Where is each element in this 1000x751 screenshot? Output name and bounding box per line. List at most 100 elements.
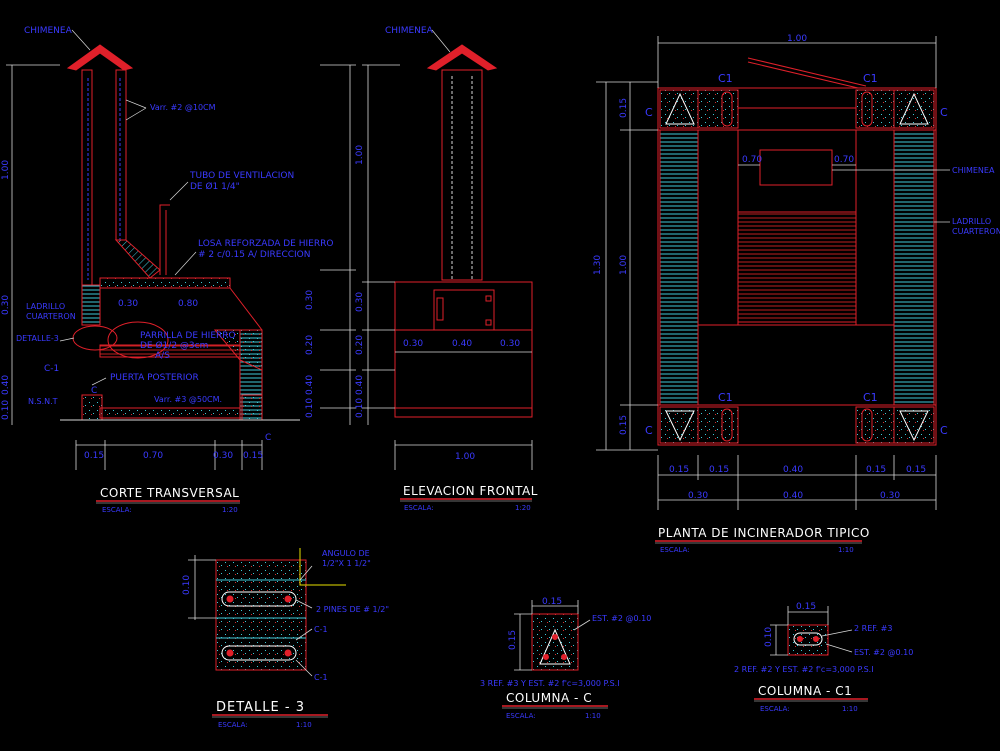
elevacion-annotations: CHIMENEA bbox=[385, 26, 451, 53]
dim-elev-left-3: 0.20 bbox=[355, 335, 365, 355]
title-block-columna-c1: COLUMNA - C1 ESCALA: 1:10 bbox=[754, 684, 868, 713]
label-ref-c1-a: 2 REF. #3 bbox=[854, 624, 892, 633]
escala-label-columna-c: ESCALA: bbox=[506, 712, 536, 720]
label-pines: 2 PINES DE # 1/2" bbox=[316, 605, 389, 614]
label-planta-c-bl: C bbox=[645, 424, 653, 437]
escala-label-detalle: ESCALA: bbox=[218, 721, 248, 729]
dim-elev-mid-1: 0.30 bbox=[403, 339, 423, 349]
label-varrilla-50: Varr. #3 @50CM. bbox=[154, 395, 222, 404]
dim-planta-left-total: 1.30 bbox=[593, 255, 603, 275]
title-columna-c: COLUMNA - C bbox=[506, 691, 592, 705]
columna-c1-text: 0.15 0.10 2 REF. #3 EST. #2 @0.10 2 REF.… bbox=[734, 602, 913, 674]
dim-planta-left-2: 1.00 bbox=[619, 255, 629, 275]
label-planta-ladrillo-1: LADRILLO bbox=[952, 217, 991, 226]
corte-dim-text: 1.00 0.30 0.40 0.10 0.30 0.20 0.40 0.10 … bbox=[1, 160, 315, 461]
dim-planta-left-1: 0.15 bbox=[619, 98, 629, 118]
label-c-tag-1: C bbox=[91, 386, 97, 396]
dim-corte-right-5: 0.10 bbox=[305, 398, 315, 418]
escala-label-elevacion: ESCALA: bbox=[404, 504, 434, 512]
dim-corte-bottom-3: 0.30 bbox=[213, 451, 233, 461]
escala-label-corte: ESCALA: bbox=[102, 506, 132, 514]
dim-corte-mid-1: 0.30 bbox=[118, 299, 138, 309]
dim-elev-mid-3: 0.30 bbox=[500, 339, 520, 349]
dim-planta-b1-3: 0.40 bbox=[783, 465, 803, 475]
detalle-dims bbox=[188, 555, 313, 677]
dim-corte-mid-2: 0.80 bbox=[178, 299, 198, 309]
label-est-c1: EST. #2 @0.10 bbox=[854, 648, 913, 657]
dim-col-c-h: 0.15 bbox=[508, 630, 518, 650]
dim-planta-b2-3: 0.30 bbox=[880, 491, 900, 501]
dim-elev-mid-2: 0.40 bbox=[452, 339, 472, 349]
elevacion-dim-text: 1.00 0.30 0.20 0.40 0.10 0.30 0.40 0.30 … bbox=[355, 145, 520, 462]
planta-annotations: C1 C1 C1 C1 C C C C CHIMENEA LADRILLO CU… bbox=[645, 72, 1000, 437]
title-columna-c1: COLUMNA - C1 bbox=[758, 684, 852, 698]
dim-planta-b1-2: 0.15 bbox=[709, 465, 729, 475]
dim-elev-left-4: 0.40 bbox=[355, 375, 365, 395]
escala-elevacion: 1:20 bbox=[515, 504, 531, 512]
dim-corte-right-3: 0.20 bbox=[305, 335, 315, 355]
escala-columna-c: 1:10 bbox=[585, 712, 601, 720]
label-est-c: EST. #2 @0.10 bbox=[592, 614, 651, 623]
label-puerta: PUERTA POSTERIOR bbox=[110, 373, 199, 383]
label-c-minus-1-a: C-1 bbox=[314, 625, 328, 634]
title-block-planta: PLANTA DE INCINERADOR TIPICO ESCALA: 1:1… bbox=[655, 526, 870, 554]
label-ladrillo-1: LADRILLO bbox=[26, 302, 65, 311]
corte-leaders bbox=[59, 29, 197, 386]
label-detalle-3-tag: DETALLE-3 bbox=[16, 334, 59, 343]
dim-col-c1-w: 0.15 bbox=[796, 602, 816, 612]
label-planta-ladrillo-2: CUARTERON bbox=[952, 227, 1000, 236]
label-varrilla-100: Varr. #2 @10CM bbox=[150, 103, 216, 112]
escala-label-planta: ESCALA: bbox=[660, 546, 690, 554]
detalle-text: 0.10 ANGULO DE 1/2"X 1 1/2" 2 PINES DE #… bbox=[182, 549, 389, 682]
escala-label-columna-c1: ESCALA: bbox=[760, 705, 790, 713]
label-tubo-2: DE Ø1 1/4" bbox=[190, 181, 240, 192]
dim-planta-b1-5: 0.15 bbox=[906, 465, 926, 475]
columna-c-text: 0.15 0.15 EST. #2 @0.10 3 REF. #3 Y EST.… bbox=[480, 597, 651, 688]
dim-planta-inner-2: 0.70 bbox=[834, 155, 854, 165]
dim-corte-right-1: 0.30 bbox=[305, 290, 315, 310]
escala-corte: 1:20 bbox=[222, 506, 238, 514]
dim-detalle-h: 0.10 bbox=[182, 575, 192, 595]
dim-elev-bottom: 1.00 bbox=[455, 452, 475, 462]
corte-transversal bbox=[60, 44, 300, 421]
dim-planta-left-3: 0.15 bbox=[619, 415, 629, 435]
title-planta: PLANTA DE INCINERADOR TIPICO bbox=[658, 526, 870, 540]
label-planta-c-tl: C bbox=[645, 106, 653, 119]
dim-corte-left-1: 1.00 bbox=[1, 160, 11, 180]
detalle-3 bbox=[215, 548, 346, 671]
label-chimenea-corte: CHIMENEA bbox=[24, 26, 73, 36]
label-parrilla-3: A/S bbox=[155, 351, 170, 361]
elevacion-frontal bbox=[394, 44, 533, 418]
title-block-columna-c: COLUMNA - C ESCALA: 1:10 bbox=[502, 691, 608, 720]
dim-planta-b2-2: 0.40 bbox=[783, 491, 803, 501]
dim-elev-left-1: 1.00 bbox=[355, 145, 365, 165]
title-block-corte: CORTE TRANSVERSAL ESCALA: 1:20 bbox=[96, 486, 240, 514]
label-ref-c1-b: 2 REF. #2 Y EST. #2 f'c=3,000 P.S.I bbox=[734, 665, 874, 674]
dim-planta-top: 1.00 bbox=[787, 34, 807, 44]
title-corte: CORTE TRANSVERSAL bbox=[100, 486, 239, 500]
label-planta-c-tr: C bbox=[940, 106, 948, 119]
dim-planta-b1-1: 0.15 bbox=[669, 465, 689, 475]
dim-col-c-w: 0.15 bbox=[542, 597, 562, 607]
label-nsnt: N.S.N.T bbox=[28, 397, 58, 406]
dim-planta-b2-1: 0.30 bbox=[688, 491, 708, 501]
dim-corte-left-2: 0.30 bbox=[1, 295, 11, 315]
label-angulo-1: ANGULO DE bbox=[322, 549, 370, 558]
dim-elev-left-5: 0.10 bbox=[355, 398, 365, 418]
label-losa-1: LOSA REFORZADA DE HIERRO bbox=[198, 239, 333, 249]
dim-corte-bottom-2: 0.70 bbox=[143, 451, 163, 461]
label-planta-c1-tr: C1 bbox=[863, 72, 878, 85]
escala-columna-c1: 1:10 bbox=[842, 705, 858, 713]
label-planta-chimenea: CHIMENEA bbox=[952, 166, 995, 175]
label-angulo-2: 1/2"X 1 1/2" bbox=[322, 559, 371, 568]
dim-corte-left-5: 0.10 bbox=[1, 400, 11, 420]
label-c-minus-1-b: C-1 bbox=[314, 673, 328, 682]
planta bbox=[657, 57, 937, 446]
label-planta-c1-bl: C1 bbox=[718, 391, 733, 404]
label-c1-tag: C-1 bbox=[44, 364, 59, 374]
title-detalle: DETALLE - 3 bbox=[216, 700, 305, 715]
dim-corte-right-4: 0.40 bbox=[305, 375, 315, 395]
label-planta-c-br: C bbox=[940, 424, 948, 437]
corte-annotations: CHIMENEA Varr. #2 @10CM TUBO DE VENTILAC… bbox=[16, 26, 333, 443]
dim-corte-left-4: 0.40 bbox=[1, 375, 11, 395]
